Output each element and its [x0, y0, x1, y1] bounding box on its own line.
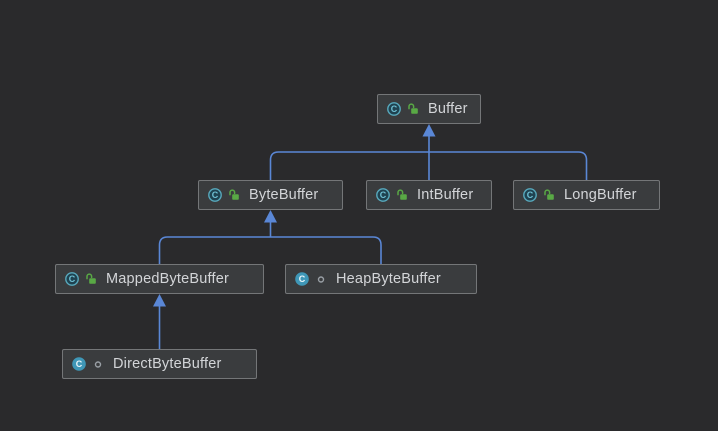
public-open-lock-icon	[85, 273, 97, 285]
inheritance-edge-heap-byte-buffer-to-byte-buffer	[270, 236, 382, 264]
class-node-byte-buffer[interactable]: C ByteBuffer	[198, 180, 343, 210]
class-node-heap-byte-buffer[interactable]: C HeapByteBuffer	[285, 264, 477, 294]
class-node-direct-byte-buffer[interactable]: C DirectByteBuffer	[62, 349, 257, 379]
inheritance-arrowhead-icon	[264, 210, 277, 223]
svg-text:C: C	[391, 104, 398, 114]
abstract-class-icon: C	[386, 101, 402, 117]
class-name-label: LongBuffer	[564, 187, 637, 203]
class-node-int-buffer[interactable]: C IntBuffer	[366, 180, 492, 210]
abstract-class-icon: C	[207, 187, 223, 203]
class-node-buffer[interactable]: C Buffer	[377, 94, 481, 124]
class-name-label: HeapByteBuffer	[336, 271, 441, 287]
public-open-lock-icon	[543, 189, 555, 201]
class-icon: C	[294, 271, 310, 287]
svg-text:C: C	[299, 274, 306, 284]
svg-text:C: C	[76, 359, 83, 369]
inheritance-edge-long-buffer-to-buffer	[429, 151, 588, 180]
class-name-label: IntBuffer	[417, 187, 474, 203]
svg-text:C: C	[212, 190, 219, 200]
public-open-lock-icon	[396, 189, 408, 201]
class-name-label: DirectByteBuffer	[113, 356, 222, 372]
abstract-class-icon: C	[522, 187, 538, 203]
class-name-label: ByteBuffer	[249, 187, 319, 203]
abstract-class-icon: C	[375, 187, 391, 203]
public-open-lock-icon	[407, 103, 419, 115]
class-node-long-buffer[interactable]: C LongBuffer	[513, 180, 660, 210]
public-open-lock-icon	[228, 189, 240, 201]
class-name-label: Buffer	[428, 101, 468, 117]
svg-text:C: C	[380, 190, 387, 200]
svg-text:C: C	[69, 274, 76, 284]
class-name-label: MappedByteBuffer	[106, 271, 230, 287]
package-private-icon	[315, 273, 327, 285]
inheritance-arrowhead-icon	[153, 294, 166, 307]
class-node-mapped-byte-buffer[interactable]: C MappedByteBuffer	[55, 264, 264, 294]
inheritance-edge-mapped-byte-buffer-to-byte-buffer	[158, 236, 271, 264]
class-icon: C	[71, 356, 87, 372]
svg-text:C: C	[527, 190, 534, 200]
abstract-class-icon: C	[64, 271, 80, 287]
inheritance-edge-byte-buffer-to-buffer	[269, 151, 429, 180]
inheritance-arrowhead-icon	[422, 124, 436, 137]
package-private-icon	[92, 358, 104, 370]
